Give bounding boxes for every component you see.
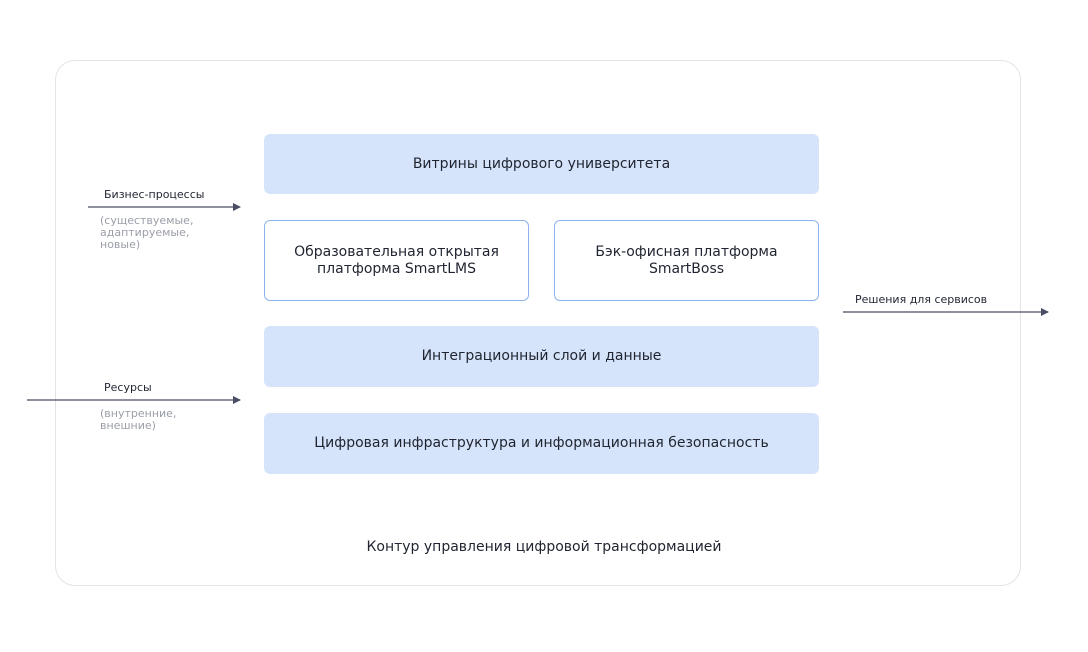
input-business-label: Бизнес-процессы [104,188,205,201]
digital-transformation-frame [55,60,1021,586]
output-solutions-label: Решения для сервисов [855,293,988,306]
input-business-note: (существуемые, адаптируемые, новые) [100,214,194,251]
frame-caption: Контур управления цифровой трансформацие… [366,539,722,555]
layer-integration-label: Интеграционный слой и данные [421,348,662,364]
platform-smartlms-label: Образовательная открытая платформа Smart… [294,243,499,277]
platform-smartboss-label: Бэк-офисная платформа SmartBoss [595,243,778,277]
layer-integration: Интеграционный слой и данные [264,326,819,387]
input-resources-note: (внутренние, внешние) [100,407,177,432]
platform-smartboss: Бэк-офисная платформа SmartBoss [554,220,819,301]
layer-digital-showcases: Витрины цифрового университета [264,134,819,194]
input-resources-label: Ресурсы [104,381,152,394]
layer-digital-showcases-label: Витрины цифрового университета [412,155,671,172]
layer-infrastructure-label: Цифровая инфраструктура и информационная… [314,435,769,451]
layer-infrastructure: Цифровая инфраструктура и информационная… [264,413,819,474]
platform-smartlms: Образовательная открытая платформа Smart… [264,220,529,301]
